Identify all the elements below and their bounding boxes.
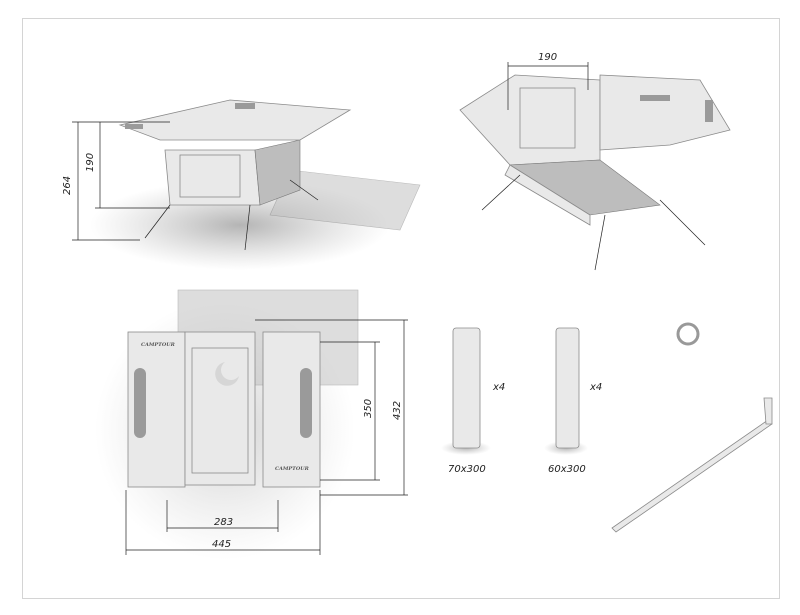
pipe-70x300: x4 70x300 [441,327,505,475]
pipe-2-quantity: x4 [589,382,602,393]
stove-perspective-front-view: 264 190 [62,99,421,270]
dim-depth-total: 432 [392,401,403,420]
dim-height-total: 264 [62,176,73,195]
dim-depth-inner: 350 [363,399,374,418]
pipe-ring-part [676,322,700,346]
support-rod-part [611,397,773,533]
brand-logo-left: CAMPTOUR [141,342,175,348]
pipe-60x300: x4 60x300 [544,327,602,475]
stove-perspective-top-view: 190 [459,52,731,271]
dim-top-width: 190 [538,52,557,63]
brand-logo-right: CAMPTOUR [275,466,309,472]
dim-width-inner: 283 [214,517,233,528]
stove-plan-view: CAMPTOUR CAMPTOUR 350 432 283 445 [95,289,408,560]
dim-width-total: 445 [212,539,231,550]
pipe-1-size: 70x300 [448,464,486,475]
pipe-1-quantity: x4 [492,382,505,393]
dim-height-body: 190 [85,153,96,172]
pipe-2-size: 60x300 [548,464,586,475]
